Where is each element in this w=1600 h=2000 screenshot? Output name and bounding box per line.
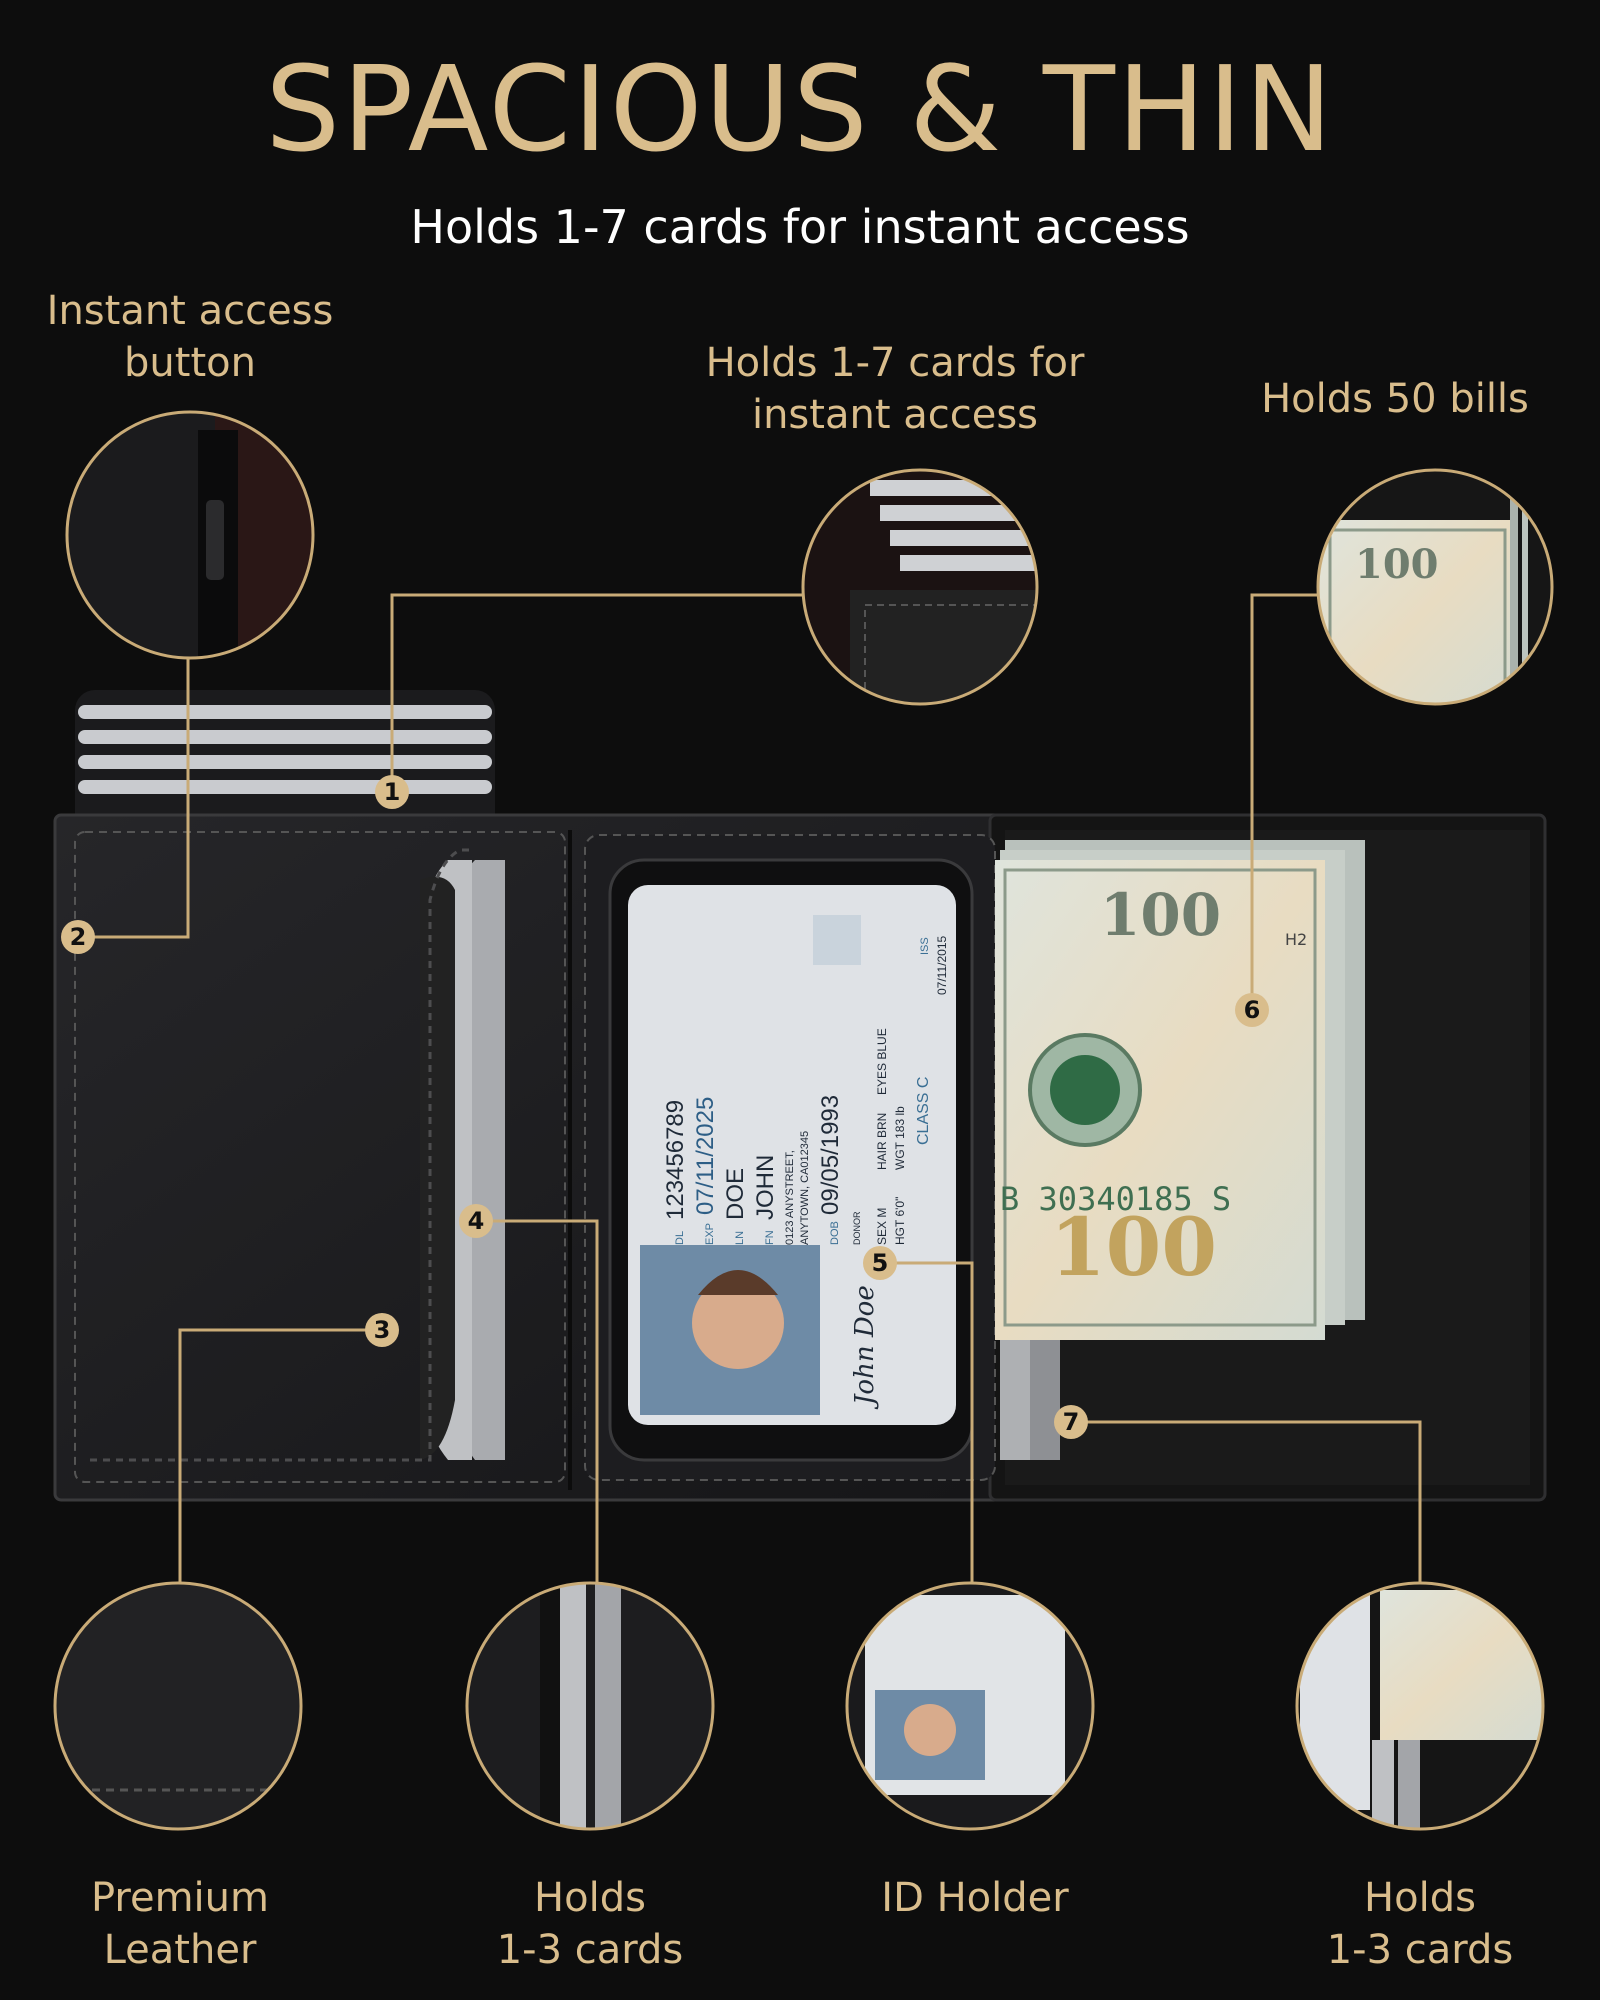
id-ln: DOE	[722, 1168, 749, 1220]
headline: SPACIOUS & THIN	[265, 40, 1335, 178]
marker-5: 5	[863, 1246, 897, 1280]
id-dob: 09/05/1993	[817, 1095, 844, 1215]
id-hair: HAIR BRN	[875, 1113, 889, 1170]
bill-corner-value: 100	[1100, 881, 1221, 949]
id-dl: 123456789	[662, 1100, 689, 1220]
id-class: CLASS C	[915, 1077, 932, 1145]
callout-leather: Premium Leather	[60, 1872, 300, 1976]
callout-line: button	[124, 340, 256, 386]
id-dob-label: DOB	[829, 1221, 841, 1245]
detail-circle-id	[847, 1583, 1093, 1829]
callout-cards-top: Holds 1-7 cards for instant access	[690, 337, 1100, 441]
marker-2: 2	[61, 920, 95, 954]
bill-stack: 100 100 B 30340185 S H2	[995, 840, 1365, 1340]
callout-line: Leather	[103, 1927, 257, 1973]
connector-lines	[78, 593, 1422, 1583]
id-iss-label: ISS	[919, 937, 931, 955]
callout-slots-left: Holds 1-3 cards	[470, 1872, 710, 1976]
detail-circle-button	[67, 412, 313, 658]
marker-1: 1	[375, 775, 409, 809]
bill-big-value: 100	[1050, 1200, 1217, 1294]
id-exp-label: EXP	[704, 1223, 716, 1245]
callout-slots-right: Holds 1-3 cards	[1300, 1872, 1540, 1976]
id-wgt: WGT 183 lb	[893, 1106, 907, 1170]
id-address1: 0123 ANYSTREET,	[784, 1150, 796, 1245]
subheadline: Holds 1-7 cards for instant access	[410, 200, 1190, 254]
id-iss: 07/11/2015	[935, 936, 949, 995]
detail-circle-cards	[803, 470, 1037, 704]
callout-line: Holds	[534, 1875, 646, 1921]
id-sex: SEX M	[875, 1208, 889, 1245]
id-eyes: EYES BLUE	[875, 1028, 889, 1095]
callout-line: Premium	[91, 1875, 269, 1921]
callout-instant-button: Instant access button	[40, 285, 340, 389]
callout-line: Holds	[1364, 1875, 1476, 1921]
id-exp: 07/11/2025	[692, 1097, 719, 1215]
detail-circle-slots-left	[467, 1583, 713, 1829]
marker-4: 4	[459, 1204, 493, 1238]
callout-line: 1-3 cards	[1326, 1927, 1514, 1973]
callout-line: 1-3 cards	[496, 1927, 684, 1973]
id-hgt: HGT 6'0"	[893, 1197, 907, 1245]
callout-line: instant access	[751, 392, 1039, 438]
callout-bills: Holds 50 bills	[1240, 373, 1550, 425]
id-address2: ANYTOWN, CA012345	[799, 1131, 811, 1245]
callout-id-holder: ID Holder	[850, 1872, 1100, 1924]
bill-detail-value: 100	[1355, 541, 1439, 588]
id-ln-label: LN	[734, 1231, 746, 1245]
detail-circle-leather	[55, 1583, 301, 1829]
detail-circle-slots-right	[1297, 1583, 1543, 1829]
marker-3: 3	[365, 1313, 399, 1347]
callout-line: Holds 1-7 cards for	[705, 340, 1085, 386]
card-slots-left	[90, 848, 505, 1462]
id-donor: DONOR	[852, 1211, 862, 1245]
callout-line: Holds 50 bills	[1261, 376, 1529, 422]
marker-7: 7	[1054, 1405, 1088, 1439]
bill-serial: B 30340185 S	[1000, 1180, 1231, 1218]
callout-line: ID Holder	[881, 1875, 1069, 1921]
detail-circle-bills: 100	[1318, 470, 1552, 704]
callout-line: Instant access	[46, 288, 334, 334]
marker-6: 6	[1235, 993, 1269, 1027]
id-dl-label: DL	[674, 1231, 686, 1245]
bill-series: H2	[1285, 930, 1307, 949]
id-card: CLASS C DL 123456789 EXP 07/11/2025 LN D…	[628, 885, 956, 1425]
id-fn-label: FN	[764, 1230, 776, 1245]
id-fn: JOHN	[752, 1155, 779, 1220]
id-signature: John Doe	[850, 1285, 880, 1410]
